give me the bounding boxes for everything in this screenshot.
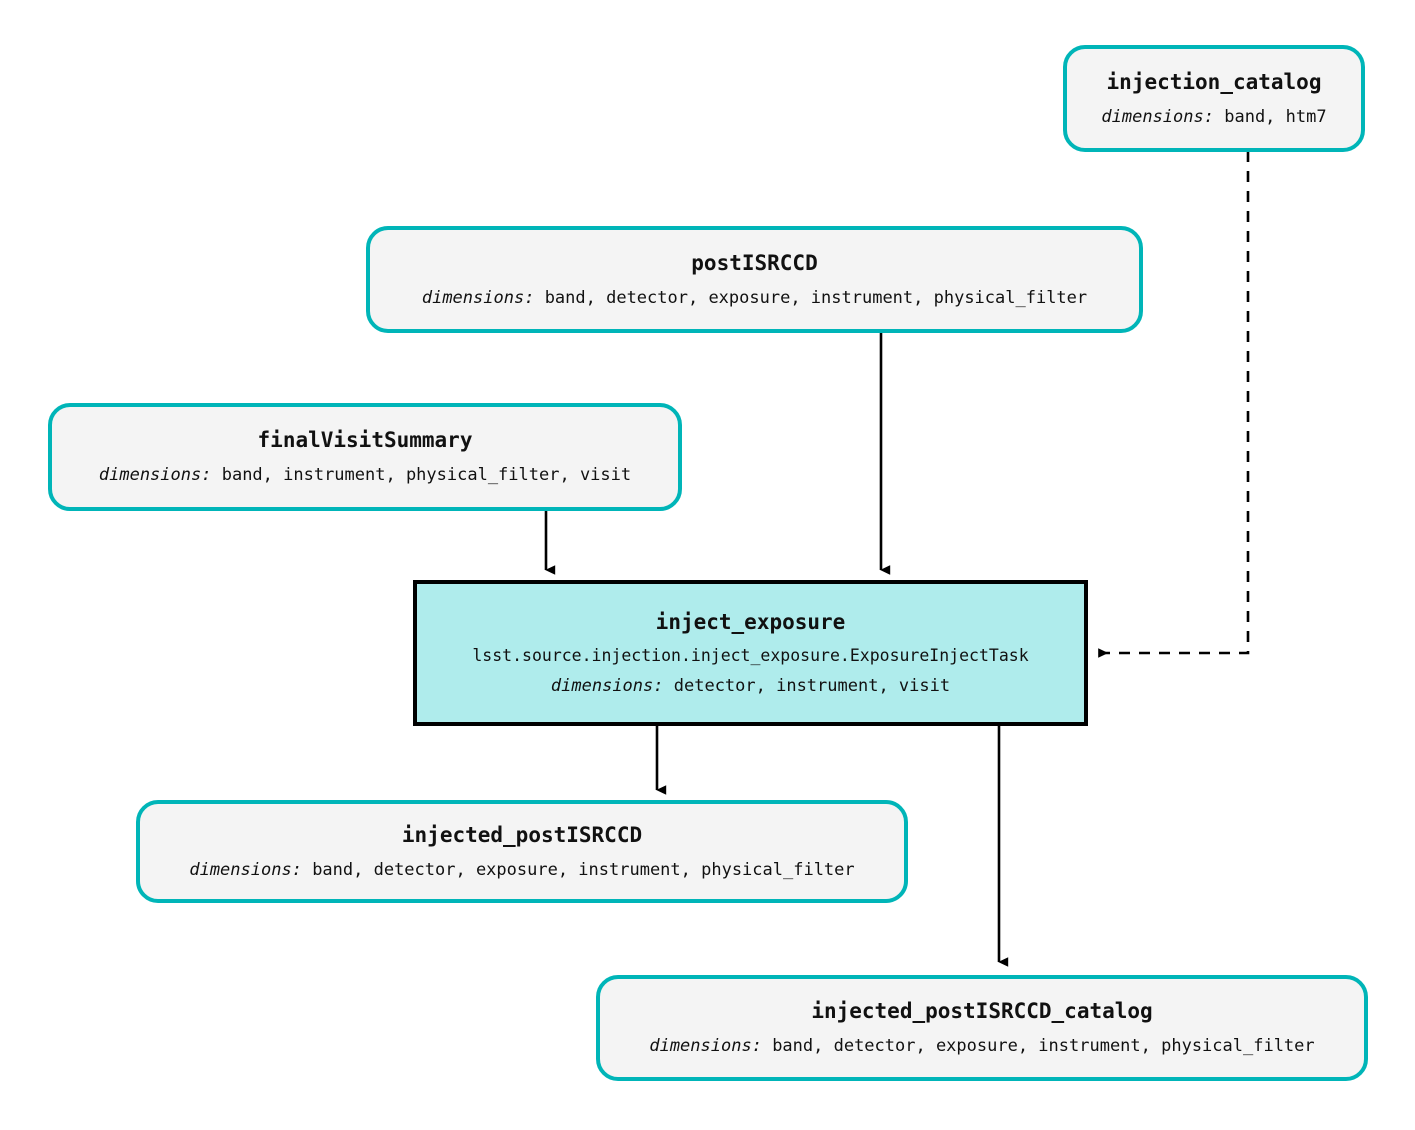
node-dimensions: dimensions: band, detector, exposure, in… (189, 859, 855, 881)
node-inject-exposure[interactable]: inject_exposure lsst.source.injection.in… (413, 580, 1088, 726)
dimensions-value: band, detector, exposure, instrument, ph… (544, 287, 1088, 308)
node-dimensions: dimensions: band, detector, exposure, in… (421, 287, 1088, 309)
dimensions-label: dimensions: (189, 859, 302, 880)
node-task-class: lsst.source.injection.inject_exposure.Ex… (472, 645, 1029, 665)
node-title: injection_catalog (1106, 69, 1322, 94)
node-title: inject_exposure (655, 609, 846, 634)
dimensions-label: dimensions: (649, 1036, 762, 1057)
dimensions-label: dimensions: (1101, 106, 1214, 127)
dimensions-value: detector, instrument, visit (673, 675, 951, 696)
node-title: injected_postISRCCD (401, 822, 643, 847)
node-title: postISRCCD (691, 250, 818, 275)
dimensions-value: band, detector, exposure, instrument, ph… (312, 859, 855, 880)
node-dimensions: dimensions: band, detector, exposure, in… (649, 1037, 1314, 1057)
node-postISRCCD[interactable]: postISRCCD dimensions: band, detector, e… (366, 226, 1143, 333)
dimensions-value: band, htm7 (1224, 106, 1327, 127)
node-title: finalVisitSummary (257, 428, 473, 453)
dimensions-value: band, instrument, physical_filter, visit (221, 465, 632, 486)
dimensions-label: dimensions: (98, 465, 212, 486)
node-injected-postISRCCD[interactable]: injected_postISRCCD dimensions: band, de… (136, 800, 908, 903)
dimensions-label: dimensions: (421, 287, 535, 308)
node-injected-postISRCCD-catalog[interactable]: injected_postISRCCD_catalog dimensions: … (596, 975, 1368, 1081)
dimensions-value: band, detector, exposure, instrument, ph… (772, 1036, 1315, 1057)
dimensions-label: dimensions: (550, 675, 664, 696)
node-title: injected_postISRCCD_catalog (811, 999, 1153, 1024)
node-dimensions: dimensions: band, htm7 (1101, 106, 1327, 128)
node-dimensions: dimensions: band, instrument, physical_f… (99, 466, 631, 486)
node-finalVisitSummary[interactable]: finalVisitSummary dimensions: band, inst… (48, 403, 682, 511)
node-injection-catalog[interactable]: injection_catalog dimensions: band, htm7 (1063, 45, 1365, 152)
node-dimensions: dimensions: detector, instrument, visit (550, 675, 951, 697)
